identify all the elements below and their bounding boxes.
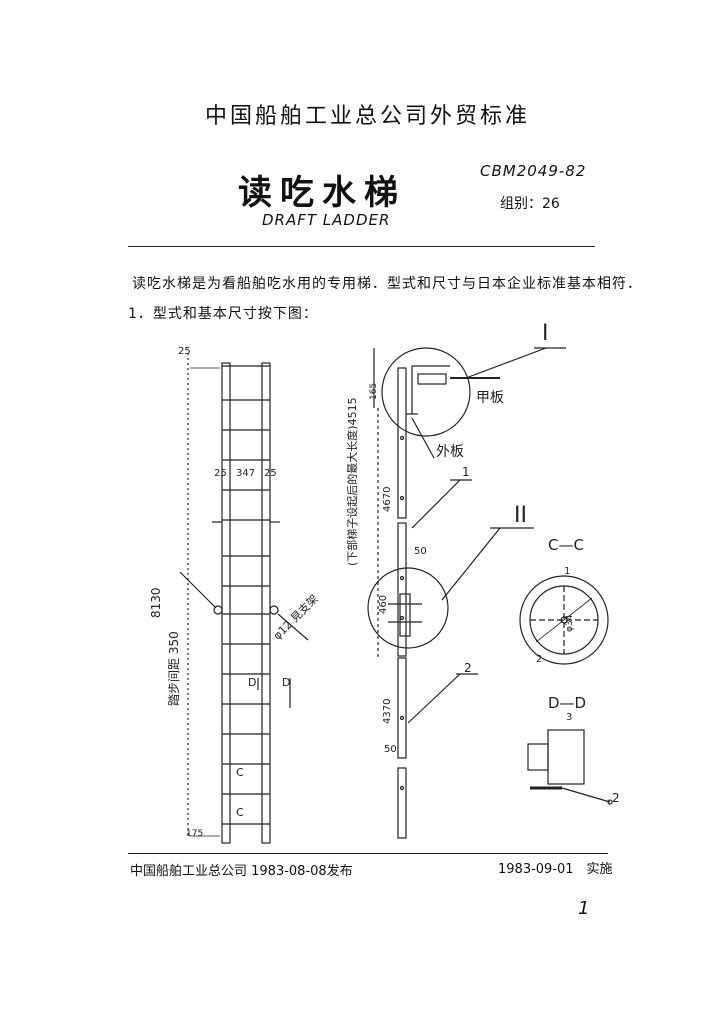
dim-rung-spacing: 踏步间距 350 bbox=[167, 631, 181, 706]
dim-joint-50-top: 50 bbox=[414, 546, 427, 557]
deck-label: 甲板 bbox=[476, 390, 504, 406]
dim-width-347: 347 bbox=[236, 468, 255, 479]
group-code: 组别：26 bbox=[500, 196, 560, 212]
section-dd-label: D—D bbox=[548, 694, 586, 712]
item-1-label: 1 bbox=[462, 465, 470, 479]
section-cc-label: C—C bbox=[548, 536, 584, 554]
footer-rule bbox=[128, 853, 608, 854]
detail-circle-II bbox=[367, 567, 449, 649]
d-mark-2: D bbox=[282, 676, 290, 689]
page-number: 1 bbox=[578, 898, 590, 919]
dim-joint-50-bottom: 50 bbox=[384, 744, 397, 755]
intro-paragraph: 读吃水梯是为看船舶吃水用的专用梯．型式和尺寸与日本企业标准基本相符． bbox=[132, 276, 642, 292]
rod-label: φ12 見支架 bbox=[271, 592, 321, 642]
dim-length-4370: 4370 bbox=[382, 699, 393, 724]
effective-date: 1983-09-01 实施 bbox=[498, 862, 613, 877]
joint-detail bbox=[388, 593, 422, 637]
clause-1: 1．型式和基本尺寸按下图： bbox=[128, 306, 318, 322]
c-mark-2: C bbox=[236, 806, 244, 819]
dim-cc-2: 2 bbox=[536, 654, 542, 665]
detail-label-II: II bbox=[514, 503, 527, 528]
ladder-side-view bbox=[373, 348, 407, 839]
dim-total-8130: 8130 bbox=[150, 587, 163, 618]
c-mark-1: C bbox=[236, 766, 244, 779]
section-cc-drawing bbox=[519, 575, 609, 665]
dim-dd-3: 3 bbox=[566, 712, 572, 723]
deck-detail bbox=[406, 365, 500, 415]
section-dd-drawing bbox=[527, 729, 613, 805]
technical-drawing: 25 347 25 25 8130 踏步间距 350 175 φ12 見支架 1… bbox=[150, 321, 620, 844]
document-title: 读吃水梯 bbox=[238, 173, 406, 213]
document-title-english: DRAFT LADDER bbox=[262, 211, 391, 229]
dim-top-25: 25 bbox=[178, 346, 191, 357]
detail-label-I: I bbox=[542, 321, 549, 346]
item-2-dd-label: 2 bbox=[612, 791, 620, 805]
dim-diameter: φ34 bbox=[565, 614, 575, 632]
issuer-line: 中国船舶工业总公司 1983-08-08发布 bbox=[130, 864, 353, 879]
d-mark-1: D bbox=[248, 676, 256, 689]
standard-title: 中国船舶工业总公司外贸标准 bbox=[205, 104, 531, 129]
ladder-elevation bbox=[179, 362, 309, 844]
item-2-label: 2 bbox=[464, 661, 472, 675]
dim-side-25-right: 25 bbox=[264, 468, 277, 479]
standard-code: CBM2049-82 bbox=[480, 162, 587, 180]
dim-side-25-left: 25 bbox=[214, 468, 227, 479]
dim-top-165: 165 bbox=[369, 383, 379, 400]
header-rule bbox=[128, 246, 595, 247]
dim-bottom-175: 175 bbox=[186, 829, 203, 839]
detail-circle-I bbox=[381, 347, 471, 437]
dim-cc-1: 1 bbox=[564, 566, 570, 577]
hull-label: 外板 bbox=[436, 444, 464, 460]
dim-inner-460: 460 bbox=[378, 595, 389, 614]
dim-max-length-4515: (下部梯子设起后的最大长度)4515 bbox=[345, 397, 359, 566]
dim-length-4670: 4670 bbox=[382, 487, 393, 512]
